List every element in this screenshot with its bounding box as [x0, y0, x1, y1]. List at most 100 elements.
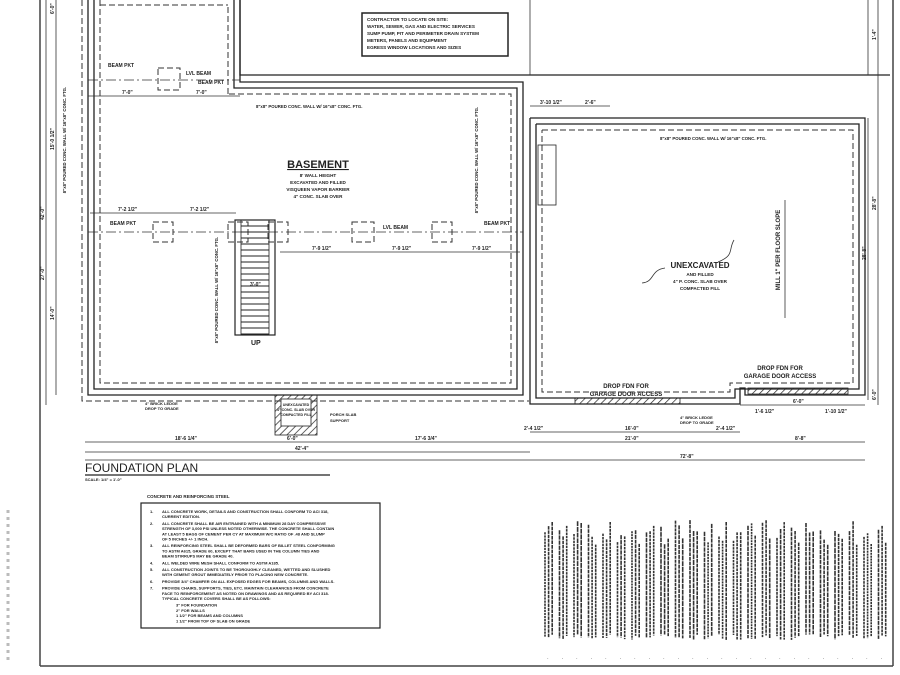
dimension-text: 17'-6 3/4"	[415, 436, 438, 442]
brick-ledge-note: DROP TO GRADE	[145, 406, 179, 411]
dimension-text: 16'-0"	[625, 426, 639, 432]
concrete-cover-item: 1 1/2" FOR BEAMS AND COLUMNS	[176, 613, 243, 618]
wall-spec-note: 8"x8" POURED CONC. WALL W/ 16"x8" CONC. …	[256, 104, 362, 109]
beam-pocket	[267, 221, 289, 243]
dimension-text: 6'-0"	[50, 3, 56, 14]
note-number: 2.	[150, 521, 153, 526]
unexcavated-note: COMPACTED FILL	[680, 286, 720, 291]
dimension-text: 42'-4"	[295, 446, 309, 452]
dimension-text: 8'-8"	[795, 436, 806, 442]
dimension-text: 27'-0"	[40, 266, 46, 280]
side-dimensions: 6'-0" 15'-0 1/2" 14'-0" 42'-0" 27'-0" 1'…	[40, 0, 879, 405]
dimension-text: 2'-4 1/2"	[716, 426, 736, 432]
note-number: 4.	[150, 560, 153, 565]
stair-width-dimension: 3'-0"	[250, 282, 261, 288]
general-notes-columns: ························	[544, 520, 887, 662]
porch-fill-note: COMPACTED FILL	[280, 413, 312, 417]
note-item: ALL CONSTRUCTION JOINTS TO BE THOROUGHLY…	[162, 567, 330, 577]
dimension-text: 6'-0"	[793, 399, 804, 405]
svg-text:·: ·	[634, 656, 636, 662]
svg-text:·: ·	[678, 656, 680, 662]
plan-title: FOUNDATION PLAN	[85, 461, 198, 475]
svg-text:·: ·	[605, 656, 607, 662]
svg-text:·: ·	[620, 656, 622, 662]
basement-note: 4" CONC. SLAB OVER	[294, 194, 344, 199]
concrete-cover-item: 3" FOR FOUNDATION	[176, 603, 217, 608]
brick-ledge-note: DROP TO GRADE	[680, 420, 714, 425]
dimension-text: 21'-0"	[625, 436, 639, 442]
unexcavated-note: 4" P. CONC. SLAB OVER	[673, 279, 728, 284]
notes-heading: CONCRETE AND REINFORCING STEEL	[147, 494, 230, 499]
contractor-note-line: WATER, SEWER, GAS AND ELECTRIC SERVICES	[367, 24, 475, 29]
note-number: 7.	[150, 586, 153, 591]
svg-text:·: ·	[736, 656, 738, 662]
unexcavated-title: UNEXCAVATED	[670, 261, 729, 270]
brick-ledge-note: 4" BRICK LEDGE	[145, 401, 178, 406]
drop-foundation-note: GARAGE DOOR ACCESS	[744, 374, 816, 380]
contractor-note-box: CONTRACTOR TO LOCATE ON SITE: WATER, SEW…	[361, 12, 509, 57]
beam-pocket-label: BEAM PKT	[108, 63, 134, 69]
lvl-beam-label: LVL BEAM	[383, 225, 408, 231]
beam-pocket	[351, 221, 375, 243]
basement-note: VISQUEEN VAPOR BARRIER	[286, 187, 350, 192]
note-number: 3.	[150, 543, 153, 548]
note-item: PROVIDE CHAIRS, SUPPORTS, TIES, ETC. MAI…	[162, 586, 329, 601]
beam-pocket-label: BEAM PKT	[484, 221, 510, 227]
beam-pocket-label: BEAM PKT	[198, 80, 224, 86]
svg-text:·: ·	[663, 656, 665, 662]
drop-foundation-note: GARAGE DOOR ACCESS	[590, 392, 662, 398]
lvl-beam-label: LVL BEAM	[186, 71, 211, 77]
dimension-text: 7'-2 1/2"	[190, 207, 210, 213]
dimension-text: 28'-8"	[862, 246, 868, 260]
floor-slope-note: MILL 1" PER FLOOR SLOPE	[776, 210, 782, 290]
unexcavated-note: AND FILLED	[686, 272, 714, 277]
wall-spec-note: 8"x8" POURED CONC. WALL W/ 16"x8" CONC. …	[62, 87, 67, 193]
dimension-text: 1'-10 1/2"	[825, 409, 848, 415]
garage-door-notes: DROP FDN FOR GARAGE DOOR ACCESS DROP FDN…	[590, 366, 816, 425]
svg-text:·: ·	[808, 656, 810, 662]
svg-text:·: ·	[779, 656, 781, 662]
plan-scale: SCALE: 1/4" = 1'-0"	[85, 477, 122, 482]
basement-note: EXCAVATED AND FILLED	[290, 180, 346, 185]
contractor-note-line: EGRESS WINDOW LOCATIONS AND SIZES	[367, 45, 461, 50]
dimension-text: 7'-9 1/2"	[392, 246, 412, 252]
svg-text:·: ·	[823, 656, 825, 662]
dimension-text: 1'-6 1/2"	[755, 409, 775, 415]
basement-note: 8' WALL HEIGHT	[300, 173, 337, 178]
porch-support-note: SUPPORT	[330, 418, 350, 423]
svg-text:·: ·	[866, 656, 868, 662]
porch-fill-note: UNEXCAVATED	[283, 403, 310, 407]
svg-text:·: ·	[547, 656, 549, 662]
beam-pocket	[157, 67, 181, 91]
dimension-text: 42'-0"	[40, 206, 46, 220]
svg-text:·: ·	[576, 656, 578, 662]
dimension-text: 6'-0"	[287, 436, 298, 442]
note-item: ALL WELDED WIRE MESH SHALL CONFORM TO AS…	[162, 560, 279, 565]
dimension-text: 7'-9 1/2"	[312, 246, 332, 252]
concrete-cover-item: 2" FOR WALLS	[176, 608, 205, 613]
svg-text:·: ·	[837, 656, 839, 662]
basement-walls	[81, 0, 529, 402]
svg-text:·: ·	[881, 656, 883, 662]
stair	[234, 219, 276, 336]
beam-lines: BEAM PKT LVL BEAM BEAM PKT BEAM PKT LVL …	[88, 63, 523, 243]
beam-pocket	[431, 221, 453, 243]
svg-text:·: ·	[562, 656, 564, 662]
note-item: ALL REINFORCING STEEL SHALL BE DEFORMED …	[162, 543, 335, 558]
wall-spec-note: 8"x8" POURED CONC. WALL W/ 16"x8" CONC. …	[474, 107, 479, 213]
dimension-text: 14'-0"	[50, 306, 56, 320]
porch-support-note: PORCH SLAB	[330, 412, 357, 417]
dimension-text: 2'-4 1/2"	[524, 426, 544, 432]
contractor-note-line: CONTRACTOR TO LOCATE ON SITE:	[367, 17, 449, 22]
note-item: ALL CONCRETE SHALL BE AIR ENTRAINED WITH…	[162, 521, 334, 542]
dimension-text: 7'-2 1/2"	[118, 207, 138, 213]
svg-text:·: ·	[721, 656, 723, 662]
note-item: PROVIDE 3/4" CHAMFER ON ALL EXPOSED EDGE…	[162, 579, 334, 584]
dimension-text: 2'-6"	[585, 100, 596, 106]
dimension-text: 28'-8"	[872, 196, 878, 210]
interior-dimensions: 7'-0" 7'-0" 7'-2 1/2" 7'-2 1/2" 7'-9 1/2…	[88, 90, 520, 253]
plan-title-block: FOUNDATION PLAN SCALE: 1/4" = 1'-0"	[85, 461, 330, 482]
unexcavated-label: UNEXCAVATED AND FILLED 4" P. CONC. SLAB …	[641, 239, 735, 291]
drop-foundation-note: DROP FDN FOR	[603, 384, 649, 390]
